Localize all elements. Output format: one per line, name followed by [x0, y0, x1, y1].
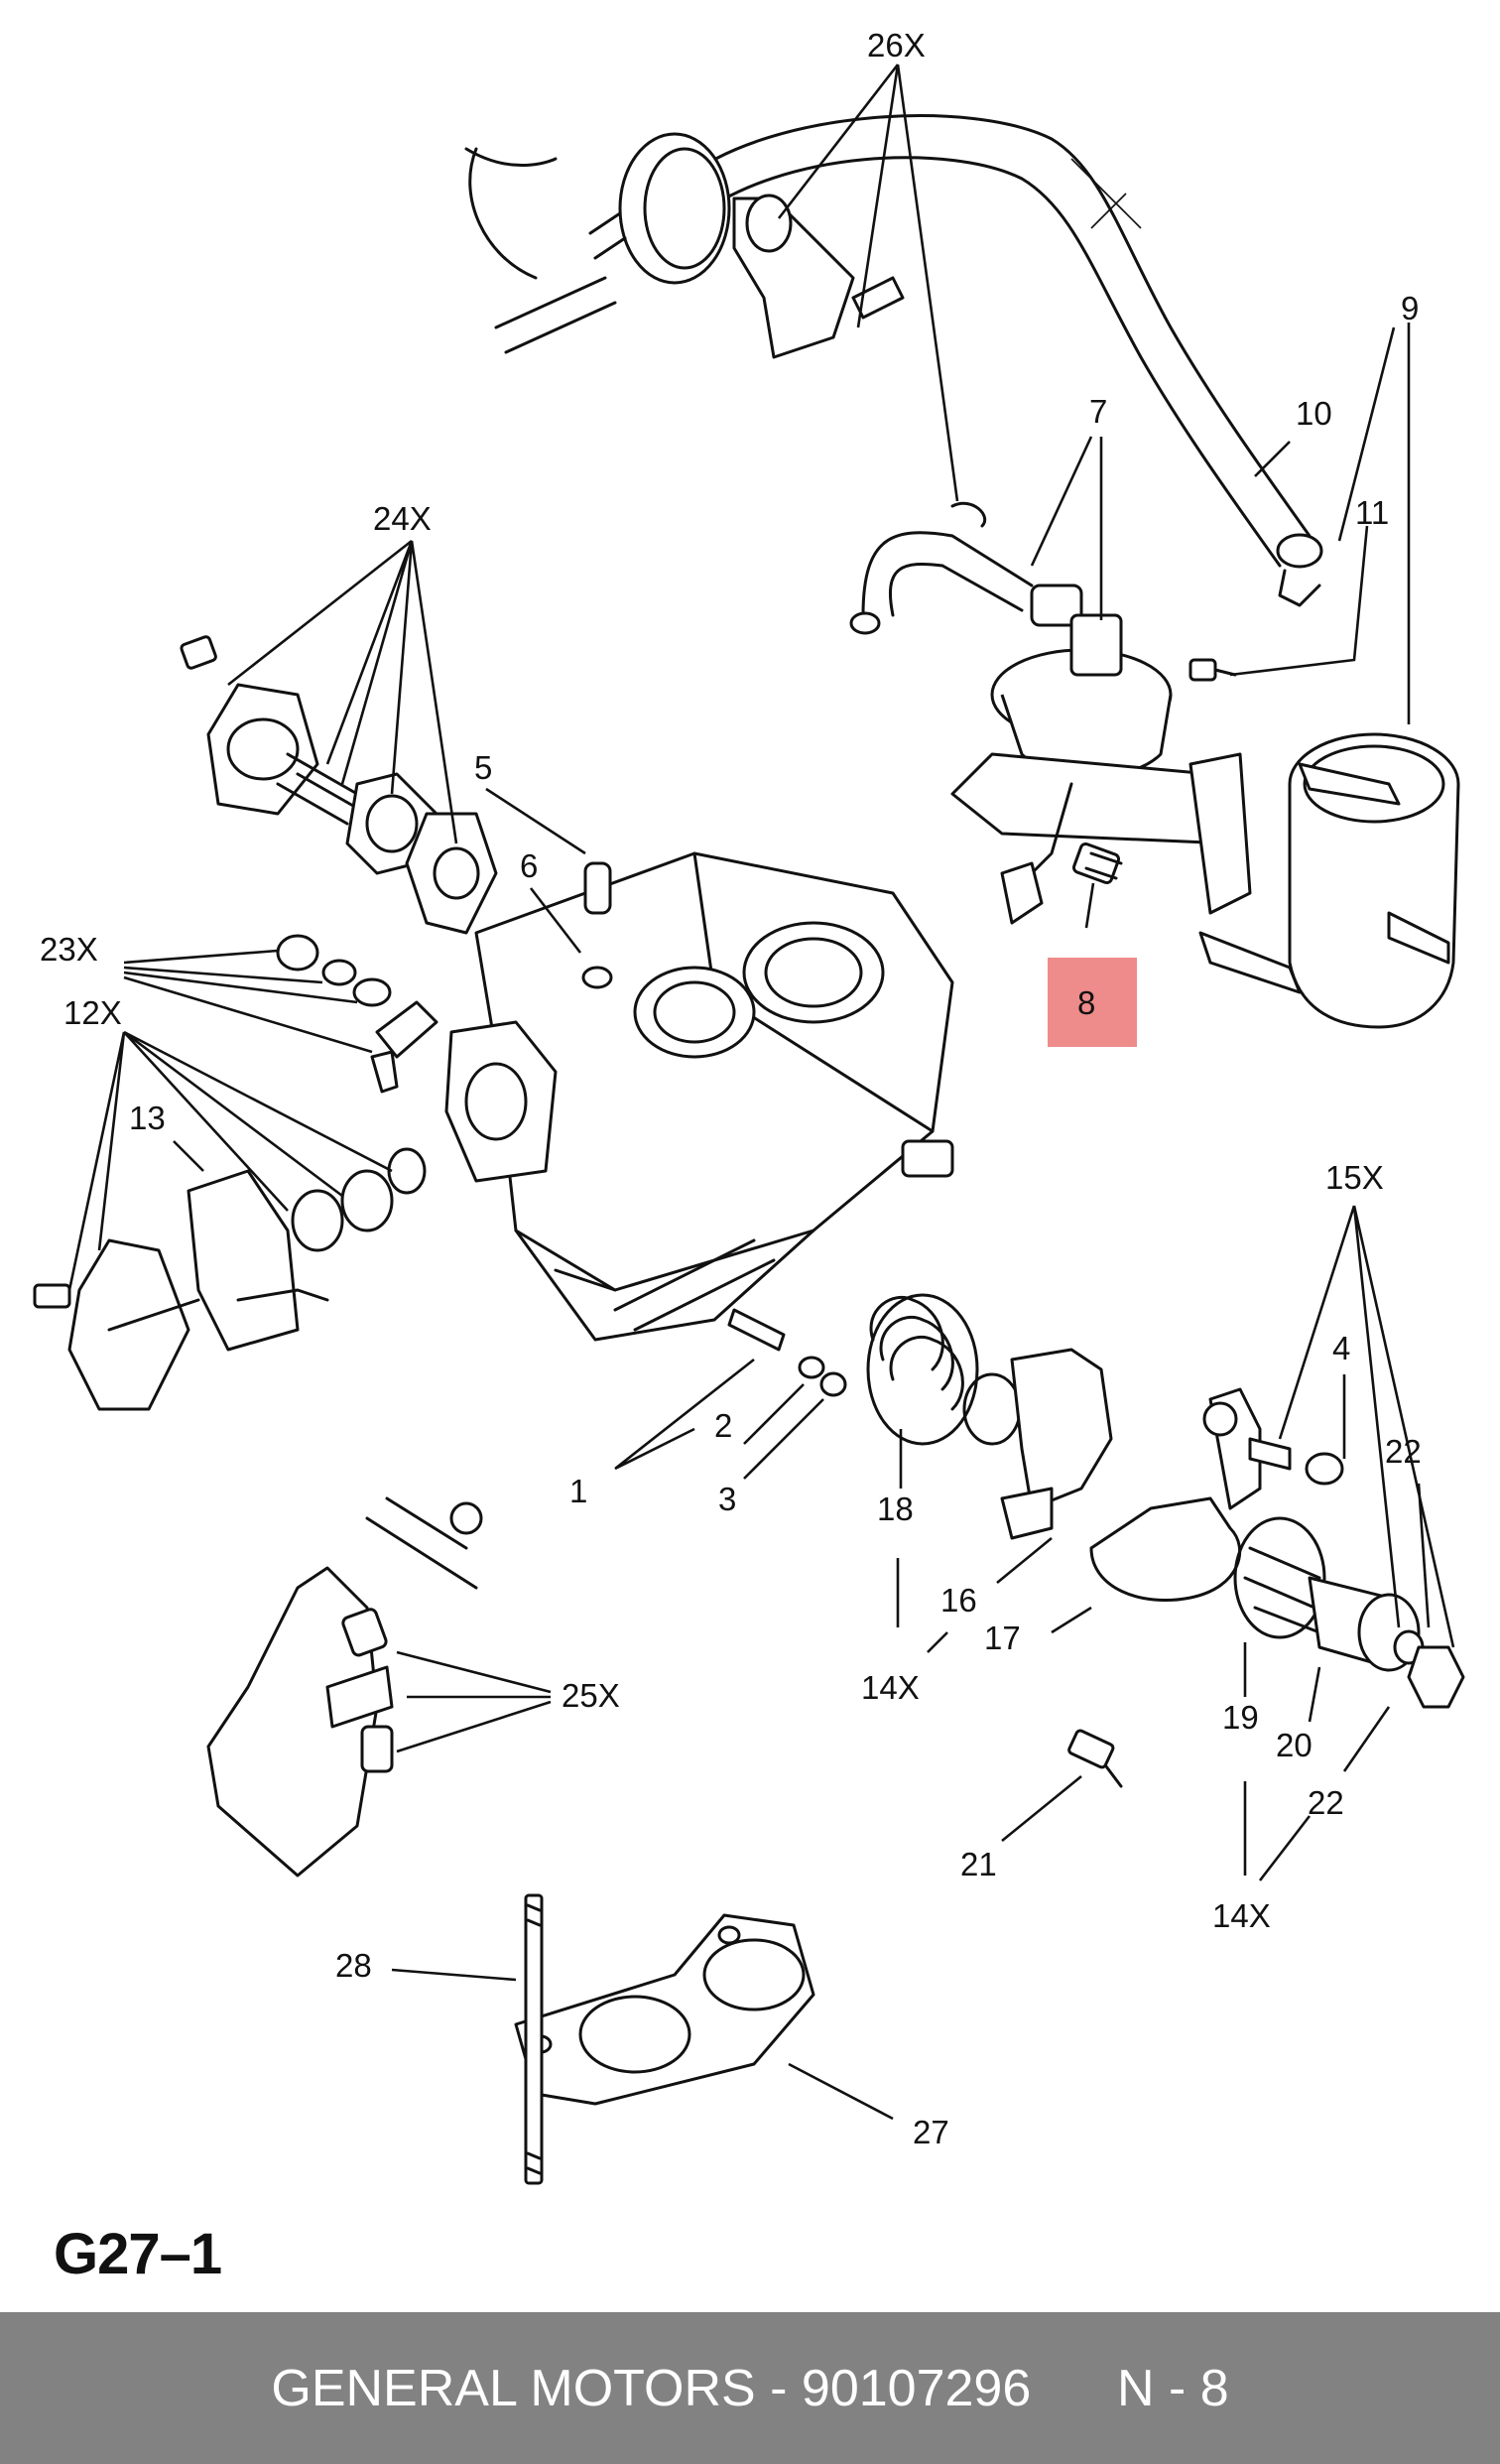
- accelerator-pump-cover: [180, 635, 498, 935]
- callout-4: 4: [1332, 1330, 1350, 1366]
- callout-22-upper: 22: [1385, 1433, 1422, 1470]
- jets-1-2-3: [727, 1308, 847, 1397]
- callout-15X: 15X: [1325, 1159, 1384, 1196]
- callout-1: 1: [569, 1473, 587, 1509]
- lever-part-16: [1000, 1348, 1113, 1540]
- footer-text: GENERAL MOTORS - 90107296 N - 8: [271, 2359, 1229, 2417]
- callout-28: 28: [335, 1947, 372, 1984]
- callout-23X: 23X: [40, 931, 98, 968]
- callout-27: 27: [913, 2114, 949, 2150]
- bent-tube-part-7: [849, 501, 1083, 635]
- vacuum-diaphragm-unit-top: [464, 132, 905, 359]
- callout-21: 21: [960, 1846, 997, 1882]
- callout-11: 11: [1355, 494, 1389, 531]
- diaphragm-housing: [950, 613, 1252, 925]
- callout-24X: 24X: [373, 500, 432, 537]
- callout-17: 17: [984, 1620, 1021, 1656]
- air-inlet-pot: [1198, 732, 1460, 1029]
- spring-part-18: [866, 1293, 1022, 1446]
- choke-housing-left: [33, 1147, 427, 1411]
- diagram-code: G27–1: [54, 2222, 222, 2286]
- callout-7: 7: [1089, 393, 1107, 430]
- hose-clip: [1276, 533, 1323, 607]
- callout-3: 3: [718, 1481, 736, 1517]
- callout-16: 16: [940, 1582, 977, 1619]
- flange-gasket-27: [514, 1913, 815, 2106]
- screw-part-11: [1188, 658, 1237, 682]
- callout-6: 6: [520, 847, 538, 884]
- small-parts-23x: [276, 934, 438, 1094]
- leader-lines: [67, 64, 1455, 2121]
- footer-bar: GENERAL MOTORS - 90107296 N - 8: [0, 2312, 1500, 2464]
- vacuum-hose: [683, 114, 1312, 568]
- callout-9: 9: [1401, 290, 1419, 326]
- exploded-parts-diagram: 26X 9 10 7 11 24X 5 6 8 23X 12X 13 15X 4…: [33, 27, 1465, 2185]
- bracket-25x: [206, 1496, 483, 1878]
- carburetor-body: [444, 851, 954, 1342]
- callout-22-lower: 22: [1308, 1784, 1344, 1821]
- callout-8: 8: [1077, 984, 1095, 1021]
- callout-12X: 12X: [63, 994, 122, 1031]
- highlight-box-part-8: [1048, 958, 1137, 1047]
- callout-25X: 25X: [562, 1677, 620, 1714]
- callout-2: 2: [714, 1407, 732, 1444]
- callout-19: 19: [1222, 1699, 1259, 1736]
- callout-26X: 26X: [867, 27, 926, 64]
- bracket-part-17: [1089, 1387, 1262, 1603]
- callout-14X-left: 14X: [861, 1669, 920, 1706]
- callout-20: 20: [1276, 1727, 1312, 1763]
- screw-part-8: [1071, 842, 1123, 885]
- callout-5: 5: [474, 749, 492, 786]
- screw-part-21: [1067, 1729, 1123, 1788]
- stud-part-28: [524, 1893, 544, 2185]
- callout-13: 13: [129, 1100, 166, 1136]
- callout-14X-right: 14X: [1212, 1897, 1271, 1934]
- spring-cap-nut-19-20-22: [1233, 1437, 1465, 1709]
- callout-10: 10: [1296, 395, 1332, 432]
- callout-labels: 26X 9 10 7 11 24X 5 6 8 23X 12X 13 15X 4…: [40, 27, 1422, 2150]
- callout-18: 18: [877, 1491, 914, 1527]
